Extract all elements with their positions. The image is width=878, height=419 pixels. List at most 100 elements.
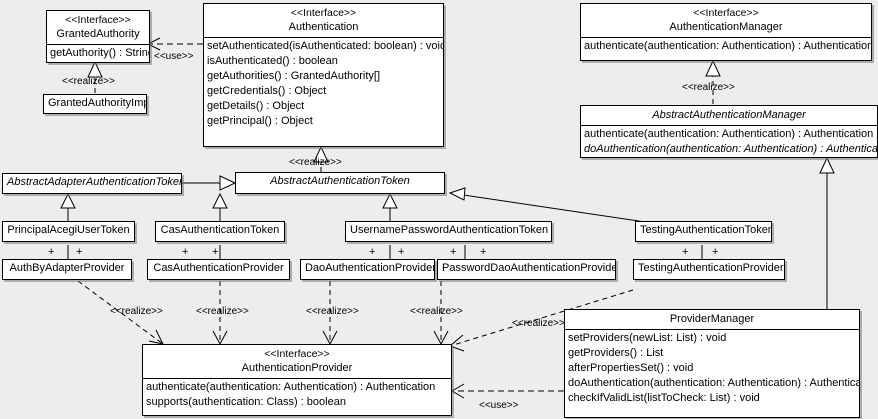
class-header-authentication: <<Interface>> Authentication bbox=[204, 4, 443, 37]
class-box-password-dao-authentication-provider[interactable]: PasswordDaoAuthenticationProvider bbox=[437, 259, 616, 280]
class-name-label: CasAuthenticationToken bbox=[160, 224, 280, 236]
operation-row: checkIfValidList(listToCheck: List) : vo… bbox=[568, 392, 760, 404]
class-box-abstract-adapter-authentication-token[interactable]: AbstractAdapterAuthenticationToken bbox=[2, 173, 182, 194]
operation-row: getAuthority() : String bbox=[50, 47, 149, 59]
relationship-label-use-provider-manager: <<use>> bbox=[479, 400, 519, 411]
class-header-granted-authority-impl: GrantedAuthorityImpl bbox=[44, 95, 146, 113]
association-marker: + bbox=[76, 246, 83, 258]
class-box-testing-authentication-provider[interactable]: TestingAuthenticationProvider bbox=[633, 259, 785, 280]
stereotype-label: <<Interface>> bbox=[693, 7, 759, 19]
operation-row: getDetails() : Object bbox=[207, 100, 305, 112]
class-header-password-dao-authentication-provider: PasswordDaoAuthenticationProvider bbox=[438, 260, 615, 278]
operation-row: getCredentials() : Object bbox=[207, 85, 327, 97]
class-name-label: AbstractAuthenticationManager bbox=[652, 109, 806, 121]
class-header-cas-authentication-provider: CasAuthenticationProvider bbox=[148, 260, 289, 278]
association-marker: + bbox=[369, 246, 376, 258]
compartment-divider bbox=[581, 125, 877, 126]
class-name-label: ProviderManager bbox=[669, 313, 755, 325]
operations-compartment: getAuthority() : String bbox=[47, 45, 149, 62]
class-name-label: GrantedAuthorityImpl bbox=[48, 97, 146, 109]
class-name-label: AuthenticationManager bbox=[669, 21, 783, 33]
class-name-label: CasAuthenticationProvider bbox=[153, 262, 284, 274]
class-box-provider-manager[interactable]: ProviderManager setProviders(newList: Li… bbox=[564, 309, 860, 418]
operations-compartment: setProviders(newList: List) : void getPr… bbox=[565, 330, 859, 407]
relationship-label-use-granted-authority: <<use>> bbox=[154, 51, 194, 62]
class-box-principal-acegi-user-token[interactable]: PrincipalAcegiUserToken bbox=[2, 221, 135, 242]
operations-compartment: authenticate(authentication: Authenticat… bbox=[581, 38, 871, 55]
compartment-divider bbox=[47, 44, 149, 45]
operation-row: afterPropertiesSet() : void bbox=[568, 362, 694, 374]
class-box-granted-authority[interactable]: <<Interface>> GrantedAuthority getAuthor… bbox=[46, 10, 150, 63]
class-name-label: PrincipalAcegiUserToken bbox=[7, 224, 130, 236]
class-name-label: AbstractAdapterAuthenticationToken bbox=[7, 176, 181, 188]
relationship-label-realize-password-dao-authentication-provider: <<realize>> bbox=[410, 306, 463, 317]
class-header-abstract-adapter-authentication-token: AbstractAdapterAuthenticationToken bbox=[3, 174, 181, 192]
class-header-dao-authentication-provider: DaoAuthenticationProvider bbox=[301, 260, 434, 278]
operation-row: setProviders(newList: List) : void bbox=[568, 332, 727, 344]
class-name-label: TestingAuthenticationProvider bbox=[638, 262, 784, 274]
class-header-testing-authentication-token: TestingAuthenticationToken bbox=[636, 222, 771, 240]
class-box-cas-authentication-token[interactable]: CasAuthenticationToken bbox=[155, 221, 285, 242]
class-box-username-password-authentication-token[interactable]: UsernamePasswordAuthenticationToken bbox=[345, 221, 552, 242]
class-name-label: DaoAuthenticationProvider bbox=[305, 262, 434, 274]
class-box-cas-authentication-provider[interactable]: CasAuthenticationProvider bbox=[147, 259, 290, 280]
operation-row: isAuthenticated() : boolean bbox=[207, 55, 338, 67]
stereotype-label: <<Interface>> bbox=[290, 7, 357, 19]
class-header-auth-by-adapter-provider: AuthByAdapterProvider bbox=[3, 260, 131, 278]
class-header-authentication-manager: <<Interface>> AuthenticationManager bbox=[581, 4, 871, 37]
class-header-authentication-provider: <<Interface>> AuthenticationProvider bbox=[143, 345, 451, 378]
relationship-label-realize-abstract-authentication-token: <<realize>> bbox=[289, 157, 342, 168]
class-name-label: AbstractAuthenticationToken bbox=[270, 175, 410, 187]
association-marker: + bbox=[450, 246, 457, 258]
association-marker: + bbox=[398, 246, 405, 258]
class-box-auth-by-adapter-provider[interactable]: AuthByAdapterProvider bbox=[2, 259, 132, 280]
class-header-testing-authentication-provider: TestingAuthenticationProvider bbox=[634, 260, 784, 278]
class-box-abstract-authentication-token[interactable]: AbstractAuthenticationToken bbox=[235, 172, 445, 194]
stereotype-label: <<Interface>> bbox=[65, 14, 131, 26]
relationship-label-realize-auth-by-adapter-provider: <<realize>> bbox=[110, 306, 163, 317]
compartment-divider bbox=[143, 378, 451, 379]
class-box-abstract-authentication-manager[interactable]: AbstractAuthenticationManager authentica… bbox=[580, 105, 878, 158]
class-name-label: GrantedAuthority bbox=[56, 28, 140, 40]
class-box-dao-authentication-provider[interactable]: DaoAuthenticationProvider bbox=[300, 259, 435, 280]
class-name-label: AuthenticationProvider bbox=[241, 362, 353, 374]
operation-row-abstract: doAuthentication(authentication: Authent… bbox=[584, 143, 877, 155]
relationship-label-realize-testing-authentication-provider: <<realize>> bbox=[512, 318, 565, 329]
class-box-testing-authentication-token[interactable]: TestingAuthenticationToken bbox=[635, 221, 772, 242]
class-box-authentication-provider[interactable]: <<Interface>> AuthenticationProvider aut… bbox=[142, 344, 452, 416]
class-header-cas-authentication-token: CasAuthenticationToken bbox=[156, 222, 284, 240]
operation-row: getAuthorities() : GrantedAuthority[] bbox=[207, 70, 381, 82]
class-name-label: UsernamePasswordAuthenticationToken bbox=[350, 224, 549, 236]
operation-row: setAuthenticated(isAuthenticated: boolea… bbox=[207, 40, 443, 52]
operation-row: getPrincipal() : Object bbox=[207, 115, 313, 127]
association-marker: + bbox=[712, 246, 719, 258]
operation-row: getProviders() : List bbox=[568, 347, 664, 359]
class-box-authentication-manager[interactable]: <<Interface>> AuthenticationManager auth… bbox=[580, 3, 872, 61]
operation-row: authenticate(authentication: Authenticat… bbox=[146, 381, 436, 393]
operation-row: supports(authentication: Class) : boolea… bbox=[146, 396, 346, 408]
class-box-granted-authority-impl[interactable]: GrantedAuthorityImpl bbox=[43, 94, 147, 114]
compartment-divider bbox=[581, 37, 871, 38]
class-name-label: PasswordDaoAuthenticationProvider bbox=[442, 262, 615, 274]
association-marker: + bbox=[182, 246, 189, 258]
class-header-principal-acegi-user-token: PrincipalAcegiUserToken bbox=[3, 222, 134, 240]
class-header-granted-authority: <<Interface>> GrantedAuthority bbox=[47, 11, 149, 44]
operation-row: authenticate(authentication: Authenticat… bbox=[584, 40, 871, 52]
class-header-abstract-authentication-token: AbstractAuthenticationToken bbox=[236, 173, 444, 191]
relationship-label-realize-cas-authentication-provider: <<realize>> bbox=[196, 306, 249, 317]
relationship-label-realize-abstract-authentication-manager: <<realize>> bbox=[682, 82, 735, 93]
class-name-label: TestingAuthenticationToken bbox=[640, 224, 771, 236]
class-name-label: Authentication bbox=[288, 21, 359, 33]
class-name-label: AuthByAdapterProvider bbox=[9, 262, 125, 274]
stereotype-label: <<Interface>> bbox=[264, 348, 330, 360]
relationship-label-realize-dao-authentication-provider: <<realize>> bbox=[306, 306, 359, 317]
class-header-abstract-authentication-manager: AbstractAuthenticationManager bbox=[581, 106, 877, 125]
class-box-authentication[interactable]: <<Interface>> Authentication setAuthenti… bbox=[203, 3, 444, 147]
operations-compartment: authenticate(authentication: Authenticat… bbox=[143, 379, 451, 411]
operations-compartment: authenticate(authentication: Authenticat… bbox=[581, 126, 877, 158]
operations-compartment: setAuthenticated(isAuthenticated: boolea… bbox=[204, 38, 443, 130]
relationship-label-realize-granted-authority-impl: <<realize>> bbox=[62, 76, 115, 87]
class-header-provider-manager: ProviderManager bbox=[565, 310, 859, 329]
association-marker: + bbox=[212, 246, 219, 258]
